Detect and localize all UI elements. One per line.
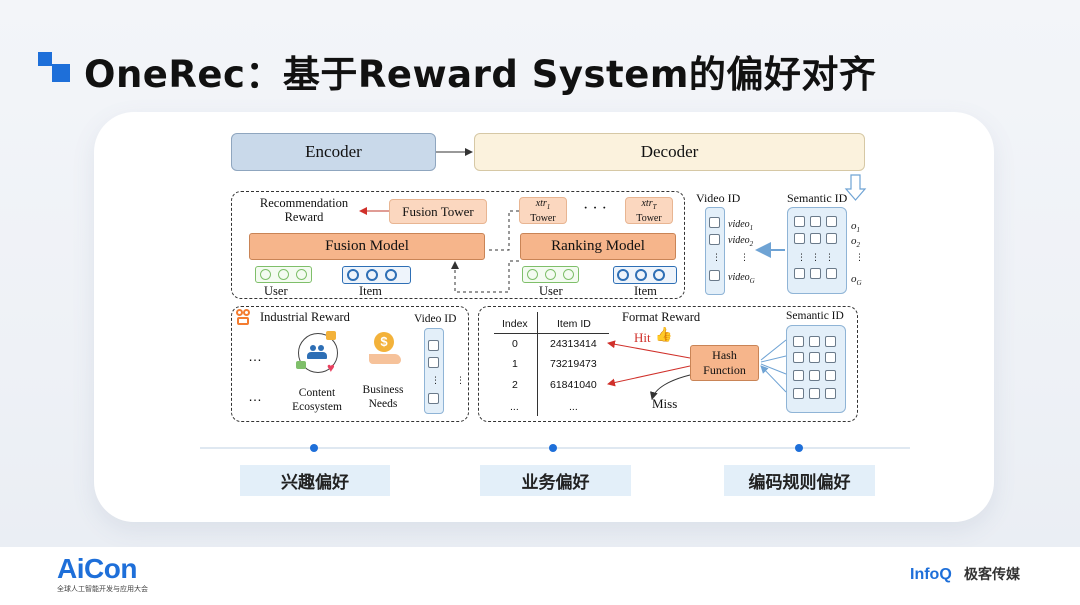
hash-function-box: Hash Function — [690, 345, 759, 381]
dots-1: … — [248, 348, 262, 364]
miss-label: Miss — [652, 396, 678, 411]
ranking-model-box: Ranking Model — [520, 233, 676, 260]
recommendation-reward-label: Recommendation Reward — [259, 196, 349, 224]
video-id-label-bottom: Video ID — [414, 313, 457, 325]
video-1-label: video1 — [728, 219, 754, 232]
video-2-label: video2 — [728, 235, 754, 248]
footer-bar — [0, 547, 1080, 605]
format-reward-panel — [478, 306, 858, 422]
output-G-label: oG — [851, 273, 862, 288]
content-ecosystem-icon: ♥ — [296, 331, 338, 374]
content-ecosystem-label: Content Ecosystem — [292, 387, 342, 413]
fusion-model-box: Fusion Model — [249, 233, 485, 260]
table-row-3-item: ... — [569, 401, 578, 413]
output-1-label: o1 — [851, 220, 860, 235]
video-G-label: videoG — [728, 272, 755, 285]
business-needs-icon: $ — [367, 332, 405, 368]
encoder-box: Encoder — [231, 133, 436, 171]
table-header-index: Index — [502, 318, 528, 330]
item-label-right: Item — [634, 284, 657, 298]
infoq-chinese-name: 极客传媒 — [964, 567, 1020, 583]
aicon-subtitle: 全球人工智能开发与应用大会 — [57, 586, 148, 593]
video-id-label-top: Video ID — [696, 191, 741, 205]
decoder-box: Decoder — [474, 133, 865, 171]
table-row-1-index: 1 — [512, 358, 518, 370]
aicon-logo: AiCon — [57, 553, 137, 584]
hit-label: Hit — [634, 330, 651, 345]
table-row-0-item: 24313414 — [550, 338, 597, 350]
industrial-reward-label: Industrial Reward — [260, 310, 350, 324]
fusion-tower-box: Fusion Tower — [389, 199, 487, 224]
kuaishou-logo-icon — [236, 309, 250, 325]
user-label-right: User — [539, 284, 563, 298]
user-label-left: User — [264, 284, 288, 298]
dots-2: … — [248, 388, 262, 404]
item-label-left: Item — [359, 284, 382, 298]
table-row-0-index: 0 — [512, 338, 518, 350]
reward-model-panel — [231, 191, 685, 299]
tag-encoding-rule-preference: 编码规则偏好 — [724, 465, 875, 496]
format-reward-label: Format Reward — [622, 310, 701, 324]
tower-ellipsis: · · · — [583, 200, 607, 217]
slide-title: OneRec：基于Reward System的偏好对齐 — [84, 53, 877, 96]
infoq-logo: InfoQ — [910, 566, 952, 583]
business-needs-label: Business Needs — [362, 384, 404, 410]
table-header-item-id: Item ID — [557, 318, 591, 330]
industrial-reward-panel — [231, 306, 469, 422]
xtrT-tower-box: xtrT Tower — [625, 197, 673, 224]
table-row-2-item: 61841040 — [550, 379, 597, 391]
table-row-3-index: ... — [510, 401, 519, 413]
semantic-id-label-top: Semantic ID — [787, 191, 848, 205]
tag-business-preference: 业务偏好 — [480, 465, 631, 496]
tag-interest-preference: 兴趣偏好 — [240, 465, 390, 496]
output-2-label: o2 — [851, 235, 860, 250]
semantic-id-label-bottom: Semantic ID — [786, 310, 844, 322]
thumbs-up-icon: 👍 — [655, 326, 673, 342]
xtr1-tower-box: xtr1 Tower — [519, 197, 567, 224]
table-row-1-item: 73219473 — [550, 358, 597, 370]
table-row-2-index: 2 — [512, 379, 518, 391]
